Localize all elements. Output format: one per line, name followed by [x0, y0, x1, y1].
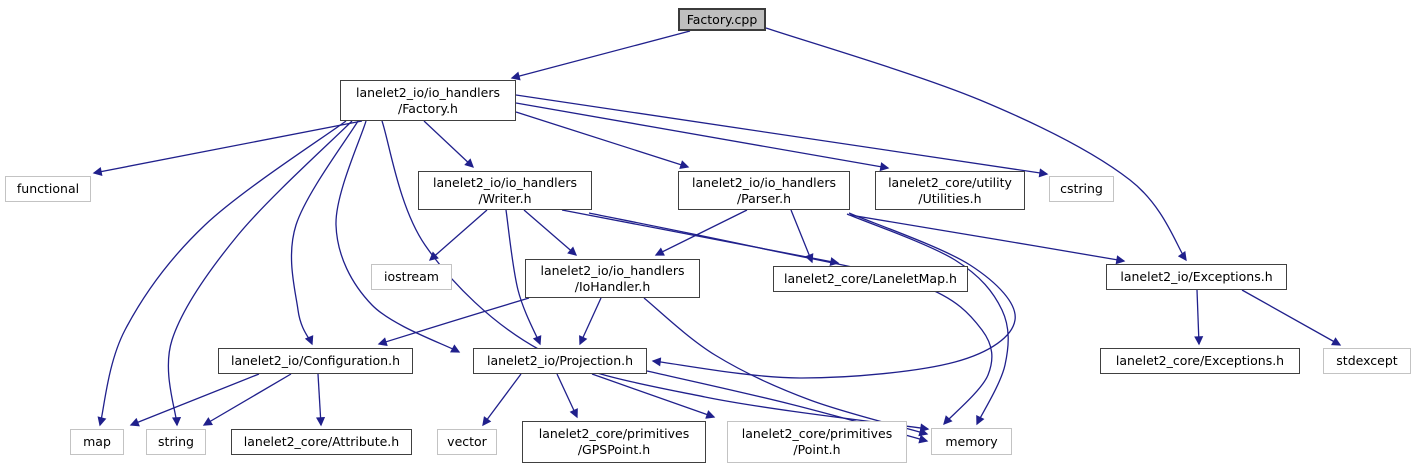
edge-parser_h-to-io_exceptions_h: [849, 214, 1126, 265]
node-iostream[interactable]: iostream: [371, 264, 452, 290]
node-iohandler_h[interactable]: lanelet2_io/io_handlers /IoHandler.h: [525, 259, 700, 298]
node-factory_cpp: Factory.cpp: [678, 8, 766, 31]
node-stdexcept[interactable]: stdexcept: [1323, 348, 1411, 374]
edge-parser_h-to-memory: [846, 213, 1009, 426]
edge-writer_h-to-iostream: [428, 209, 488, 261]
node-core_exceptions_h[interactable]: lanelet2_core/Exceptions.h: [1100, 348, 1300, 374]
node-parser_h[interactable]: lanelet2_io/io_handlers /Parser.h: [678, 171, 850, 210]
node-point_h[interactable]: lanelet2_core/primitives /Point.h: [727, 421, 907, 463]
node-writer_h[interactable]: lanelet2_io/io_handlers /Writer.h: [418, 171, 592, 210]
node-gpspoint_h[interactable]: lanelet2_core/primitives /GPSPoint.h: [522, 421, 706, 463]
node-configuration_h[interactable]: lanelet2_io/Configuration.h: [218, 348, 413, 374]
edge-factory_h-to-functional: [92, 120, 363, 176]
edge-projection_h-to-gpspoint_h: [556, 373, 578, 419]
edge-factory_cpp-to-factory_h: [510, 30, 691, 81]
node-functional[interactable]: functional: [5, 176, 91, 202]
node-map[interactable]: map: [70, 429, 124, 455]
node-io_exceptions_h[interactable]: lanelet2_io/Exceptions.h: [1106, 264, 1287, 290]
edge-factory_h-to-string: [167, 120, 353, 427]
edge-factory_h-to-cstring: [515, 94, 1049, 178]
edge-writer_h-to-projection_h: [505, 209, 542, 346]
edge-configuration_h-to-string: [202, 373, 292, 426]
edge-factory_h-to-writer_h: [423, 120, 474, 168]
edge-factory_cpp-to-io_exceptions_h: [765, 27, 1187, 262]
edge-io_exceptions_h-to-stdexcept: [1241, 289, 1342, 346]
edge-factory_h-to-projection_h: [335, 120, 461, 353]
node-vector[interactable]: vector: [437, 429, 497, 455]
edge-factory_h-to-parser_h: [515, 111, 690, 169]
edge-parser_h-to-iohandler_h: [654, 209, 748, 256]
edge-io_exceptions_h-to-core_exceptions_h: [1194, 289, 1204, 346]
edge-configuration_h-to-map: [129, 373, 260, 427]
node-memory[interactable]: memory: [931, 428, 1012, 455]
node-factory_h[interactable]: lanelet2_io/io_handlers /Factory.h: [340, 80, 516, 121]
node-cstring[interactable]: cstring: [1049, 176, 1114, 202]
edge-factory_h-to-configuration_h: [290, 120, 359, 346]
node-laneletmap_h[interactable]: lanelet2_core/LaneletMap.h: [773, 266, 968, 292]
edge-projection_h-to-vector: [482, 373, 522, 427]
edge-parser_h-to-laneletmap_h: [790, 209, 814, 264]
node-attribute_h[interactable]: lanelet2_core/Attribute.h: [231, 429, 412, 455]
node-projection_h[interactable]: lanelet2_io/Projection.h: [473, 348, 647, 374]
node-string[interactable]: string: [146, 429, 206, 455]
edge-factory_h-to-utilities_h: [515, 102, 890, 172]
edge-parser_h-to-projection_h: [651, 212, 1016, 379]
edge-writer_h-to-iohandler_h: [523, 209, 578, 256]
edge-projection_h-to-point_h: [591, 373, 716, 419]
node-utilities_h[interactable]: lanelet2_core/utility /Utilities.h: [875, 171, 1025, 210]
edge-factory_h-to-map: [97, 120, 347, 427]
edge-iohandler_h-to-configuration_h: [377, 297, 530, 347]
edge-iohandler_h-to-projection_h: [579, 297, 602, 346]
edge-configuration_h-to-attribute_h: [316, 373, 326, 427]
